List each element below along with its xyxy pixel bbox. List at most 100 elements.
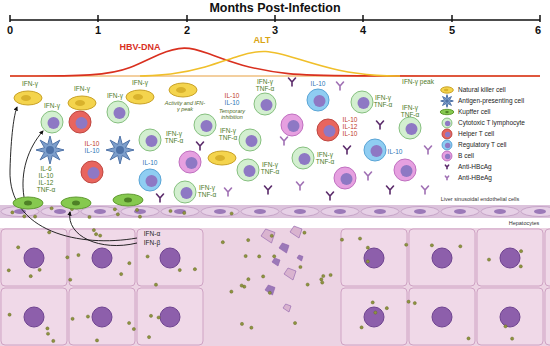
ctl-cell-body [442, 118, 452, 128]
virus-particle [247, 239, 250, 242]
hepatocyte-nucleus [160, 248, 180, 268]
virus-particle [8, 313, 11, 316]
ctl-cell-body [292, 147, 314, 169]
axis-title: Months Post-Infection [209, 2, 340, 16]
virus-particle [413, 302, 416, 305]
endothelial-cell [521, 207, 550, 217]
legend-icon [442, 118, 452, 128]
virus-particle [66, 256, 69, 259]
cytokine-label: TNF-α [316, 158, 335, 165]
cell-debris [272, 258, 280, 266]
virus-particle [138, 215, 141, 218]
th-cell-nucleus [88, 167, 100, 179]
kupffer-cell-body [113, 194, 143, 206]
cytokine-label: IFN-γ [22, 80, 38, 87]
kupffer-cell-nucleus [24, 201, 32, 206]
hepatocyte [477, 229, 543, 286]
hepatocyte-nucleus [500, 248, 520, 268]
th-cell-body [69, 111, 91, 133]
b-cell-nucleus [186, 157, 198, 169]
endothelial-nucleus [294, 209, 306, 214]
virus-particle [17, 246, 20, 249]
legend-text: Cytotoxic T lymphocyte [458, 119, 525, 126]
hepatocyte [409, 229, 475, 286]
immune-cell [174, 181, 196, 203]
immune-cell [317, 119, 339, 141]
virus-particle [95, 339, 98, 342]
ctl-cell-body [174, 181, 196, 203]
immune-cell [337, 82, 344, 90]
hepatocyte [137, 229, 203, 286]
endothelial-nucleus [134, 209, 146, 214]
immune-cell [292, 147, 314, 169]
virus-particle [240, 322, 243, 325]
legend-icon [441, 95, 454, 108]
endothelial-nucleus [214, 209, 226, 214]
virus-particle [519, 250, 522, 253]
kupffer-cell-nucleus [124, 198, 132, 203]
legend-icon [442, 151, 452, 161]
ctl-cell-nucleus [244, 165, 256, 177]
immune-cell [113, 194, 143, 206]
cytokine-label: TNF-α [256, 85, 275, 92]
virus-particle [366, 246, 369, 249]
virus-particle [240, 284, 243, 287]
treg-cell-nucleus [146, 175, 158, 187]
virus-particle [146, 255, 149, 258]
kupffer-cell-body [61, 197, 91, 209]
immune-cell [81, 161, 103, 183]
axis-tick [97, 15, 99, 22]
hepatocyte-nucleus [24, 307, 44, 327]
virus-particle [128, 262, 131, 265]
b-cell-body [281, 114, 303, 136]
ctl-cell-body [237, 159, 259, 181]
virus-particle [132, 327, 135, 330]
virus-particle [385, 307, 388, 310]
cytokine-label: IFN-γ [74, 85, 90, 92]
immune-cell [377, 121, 384, 129]
ctl-cell-body [194, 114, 216, 136]
legend-text: Antigen-presenting cell [458, 97, 524, 104]
virus-particle [128, 321, 131, 324]
virus-particle [322, 274, 325, 277]
endothelial-nucleus [494, 209, 506, 214]
apc-nucleus [445, 99, 449, 103]
immune-cell [399, 117, 421, 139]
treg-cell-nucleus [371, 145, 383, 157]
cytokine-label: TNF-α [219, 134, 238, 141]
immune-cell [334, 167, 356, 189]
antibody [422, 186, 429, 194]
cytokine-label: IL-10 [311, 80, 326, 87]
antibody [445, 165, 448, 169]
signal-arrow [70, 212, 137, 246]
virus-particle [273, 255, 276, 258]
immune-cell [169, 83, 197, 97]
virus-particle [71, 317, 74, 320]
immune-cell [365, 172, 372, 180]
virus-particle [50, 207, 53, 210]
axis-number: 2 [184, 24, 190, 36]
immune-cell [254, 93, 276, 115]
immune-cell [425, 146, 432, 154]
apc-nucleus [116, 146, 124, 154]
hepatocyte-nucleus [364, 248, 384, 268]
cytokine-label: IFN-γ [107, 92, 123, 99]
ctl-cell-body [239, 129, 261, 151]
treg-cell-nucleus [445, 143, 450, 148]
hepatocyte-layer [0, 226, 550, 346]
immune-cell [394, 159, 416, 181]
virus-particle [407, 300, 410, 303]
curve-label: ALT [254, 36, 271, 46]
signal-arrow [10, 107, 137, 241]
axis-tick [451, 15, 453, 22]
virus-particle [193, 268, 196, 271]
annotation-note: Temporary inhibition [212, 108, 252, 120]
hepatocyte [69, 229, 135, 286]
cytokine-label: IFN-γ [44, 102, 60, 109]
virus-particle [247, 278, 250, 281]
virus-particle [147, 336, 150, 339]
layer-label: Hepatocytes [509, 220, 540, 226]
hepatocyte [69, 288, 135, 345]
hepatocyte [409, 288, 475, 345]
